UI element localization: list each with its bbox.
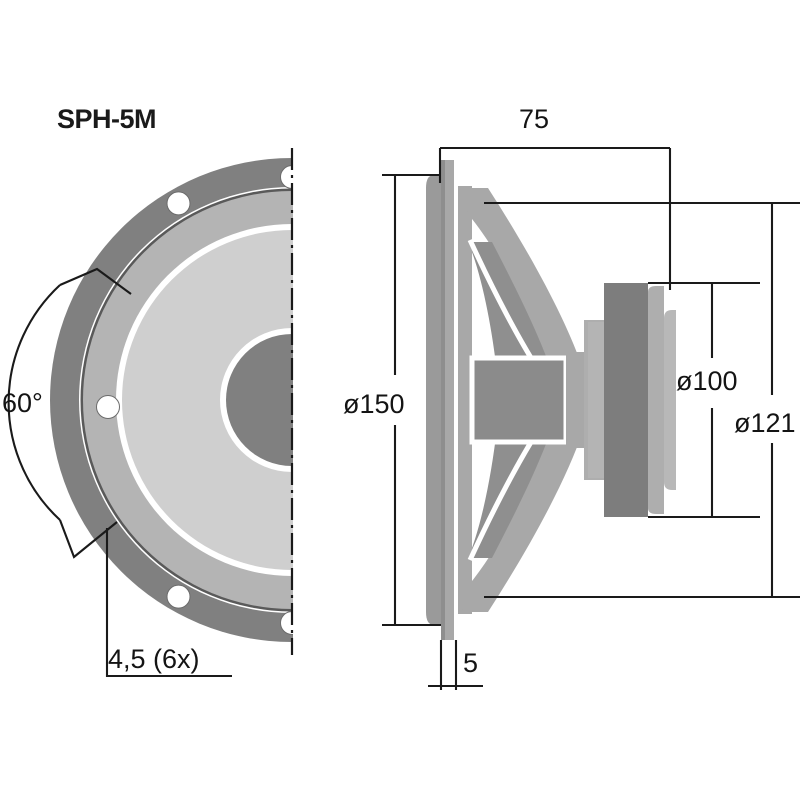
angle-60-upper-leader [59,267,132,295]
side-magnet-cover [664,310,676,490]
mounting-hole [166,191,191,216]
side-view [426,160,676,640]
mounting-hole [166,584,191,609]
angle-60-lower-leader [59,519,118,559]
dia-100-label: ø100 [676,366,738,396]
side-magnet [604,283,648,517]
dimension-angle-60: 60° [2,267,132,559]
depth-75-label: 75 [519,104,549,134]
side-pole-neck [566,352,584,448]
angle-60-arc [7,284,61,521]
hole-dim-leader [105,538,232,678]
side-basket-lip [458,186,472,614]
dimension-flange-5: 5 [428,640,483,690]
dia-150-label: ø150 [343,389,405,419]
page-title: SPH-5M [57,104,156,134]
side-front-plate [648,286,664,514]
side-rear-plate-face [588,322,604,478]
angle-60-label: 60° [2,388,43,418]
dimension-dia-121: ø121 [484,201,800,599]
side-voice-coil-block [472,358,566,442]
mounting-hole [96,395,120,419]
front-cone [122,230,293,570]
front-dust-cap [226,334,293,466]
side-flange-edge [441,160,445,640]
dia-121-label: ø121 [734,408,796,438]
hole-dim-label: 4,5 (6x) [108,644,200,674]
front-view [50,158,293,642]
flange-5-label: 5 [463,648,478,678]
dimension-dia-100: ø100 [648,281,760,519]
dimension-dia-150: ø150 [343,173,441,627]
dimension-depth-75: 75 [438,104,672,290]
dimension-hole-4-5: 4,5 (6x) [105,528,232,678]
